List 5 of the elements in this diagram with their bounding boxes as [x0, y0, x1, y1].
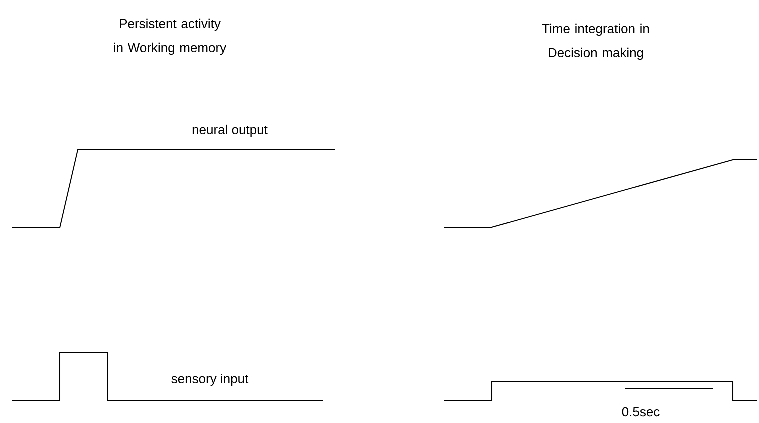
- trace-label: sensory input: [172, 374, 249, 386]
- trace-label: neural output: [192, 124, 268, 138]
- panel-title: Persistent activity in Working memory: [114, 18, 227, 56]
- panel-title: Time integration in Decision making: [542, 24, 650, 60]
- scale-label: 0.5sec: [622, 407, 660, 417]
